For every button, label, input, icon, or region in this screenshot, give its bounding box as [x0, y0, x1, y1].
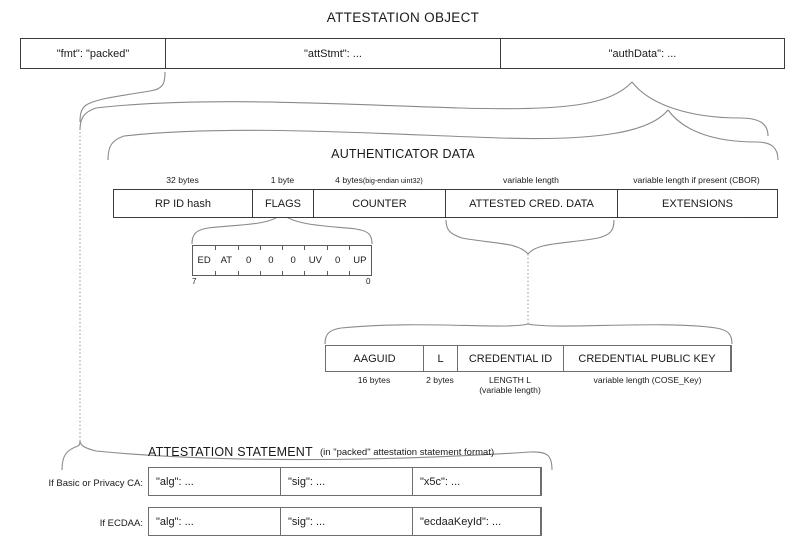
attestation-statement-title: ATTESTATION STATEMENT — [148, 445, 313, 459]
authdata-annotation-1-text: 1 byte — [270, 175, 295, 185]
authdata-annotation-2: 4 bytes(big-endian uint32) — [313, 175, 445, 185]
cred-annotation-credential-id-line1: LENGTH L — [488, 375, 532, 385]
flag-bit-ed[interactable]: ED — [197, 255, 211, 266]
authenticator-data-title: AUTHENTICATOR DATA — [331, 147, 475, 161]
page-title: ATTESTATION OBJECT — [326, 10, 480, 25]
attestation-statement-row-1-label: If ECDAA: — [99, 518, 143, 529]
cred-annotation-credential-id-line2: (variable length) — [479, 385, 541, 395]
authenticator-data-row: RP ID hash FLAGS COUNTER ATTESTED CRED. … — [113, 189, 778, 218]
attstmt-row0-cell-alg[interactable]: "alg": ... — [149, 468, 281, 495]
authdata-cell-counter[interactable]: COUNTER — [314, 190, 446, 217]
brace-flags-right — [281, 213, 373, 245]
brace-authdata-left — [79, 81, 633, 131]
authdata-annotation-2-small: (big-endian uint32) — [362, 176, 423, 185]
authdata-annotation-4: variable length if present (CBOR) — [609, 175, 784, 185]
authdata-cell-flags[interactable]: FLAGS — [253, 190, 314, 217]
flag-bit-4[interactable]: 0 — [259, 246, 282, 275]
attstmt-row0-cell-sig[interactable]: "sig": ... — [281, 468, 413, 495]
authdata-annotation-2-text: 4 bytes — [335, 175, 363, 185]
brace-credential-box — [324, 323, 529, 345]
attstmt-row1-cell-ecdaakeyid[interactable]: "ecdaaKeyId": ... — [413, 508, 541, 535]
cred-annotation-aaguid-line1: 16 bytes — [357, 375, 391, 385]
attstmt-row1-cell-alg[interactable]: "alg": ... — [149, 508, 281, 535]
brace-credential-box-right — [527, 323, 733, 345]
attestation-statement-row-0: "alg": ... "sig": ... "x5c": ... — [148, 467, 542, 496]
flag-bit-3[interactable]: 0 — [282, 246, 304, 275]
cred-cell-l[interactable]: L — [424, 346, 458, 371]
authdata-annotation-3: variable length — [445, 175, 617, 185]
cred-annotation-credential-id: LENGTH L (variable length) — [457, 375, 563, 395]
attestation-object-cell-attstmt[interactable]: "attStmt": ... — [166, 39, 501, 68]
cred-cell-aaguid[interactable]: AAGUID — [326, 346, 424, 371]
flag-bit-at[interactable]: AT — [215, 246, 237, 275]
attestation-object-cell-fmt[interactable]: "fmt": "packed" — [21, 39, 166, 68]
authdata-cell-rp-id-hash[interactable]: RP ID hash — [114, 190, 253, 217]
cred-cell-credential-id[interactable]: CREDENTIAL ID — [458, 346, 564, 371]
cred-cell-credential-public-key[interactable]: CREDENTIAL PUBLIC KEY — [564, 346, 731, 371]
brace-attested-cred-data-right — [527, 219, 615, 255]
cred-annotation-l: 2 bytes — [417, 375, 463, 385]
brace-flags — [191, 213, 283, 245]
flags-lsb-label: 0 — [366, 277, 371, 286]
authdata-annotation-3-text: variable length — [503, 175, 559, 185]
authdata-cell-attested-cred-data[interactable]: ATTESTED CRED. DATA — [446, 190, 618, 217]
authdata-annotation-4-text: variable length if present (CBOR) — [633, 175, 760, 185]
attestation-statement-format-note: (in "packed" attestation statement forma… — [320, 447, 495, 458]
cred-annotation-public-key: variable length (COSE_Key) — [563, 375, 732, 385]
flag-bit-5[interactable]: 0 — [237, 246, 260, 275]
cred-annotation-l-line1: 2 bytes — [426, 375, 454, 385]
authdata-cell-extensions[interactable]: EXTENSIONS — [662, 197, 733, 210]
flag-bit-up[interactable]: UP — [348, 246, 371, 275]
brace-attested-cred-data — [445, 219, 529, 255]
attestation-object-cell-authdata[interactable]: "authData": ... — [608, 47, 677, 60]
attestation-statement-row-1: "alg": ... "sig": ... "ecdaaKeyId": ... — [148, 507, 542, 536]
attestation-statement-row-0-label: If Basic or Privacy CA: — [48, 478, 144, 489]
attstmt-row1-cell-sig[interactable]: "sig": ... — [281, 508, 413, 535]
cred-annotation-public-key-line1: variable length (COSE_Key) — [593, 375, 702, 385]
authdata-annotation-0-text: 32 bytes — [166, 175, 199, 185]
cred-annotation-aaguid: 16 bytes — [325, 375, 423, 385]
attested-credential-data-row: AAGUID L CREDENTIAL ID CREDENTIAL PUBLIC… — [325, 345, 732, 372]
flag-bit-uv[interactable]: UV — [304, 246, 326, 275]
brace-authdata-right — [631, 81, 769, 137]
brace-attestation-statement — [61, 440, 81, 471]
flags-msb-label: 7 — [192, 277, 197, 286]
authdata-annotation-0: 32 bytes — [113, 175, 252, 185]
attstmt-row0-cell-x5c[interactable]: "x5c": ... — [413, 468, 541, 495]
flags-bit-box: ED AT 0 0 0 UV 0 UP — [192, 245, 372, 276]
authdata-annotation-1: 1 byte — [252, 175, 313, 185]
brace-attstmt — [79, 71, 166, 123]
attestation-object-row: "fmt": "packed" "attStmt": ... "authData… — [20, 38, 785, 69]
flag-bit-1[interactable]: 0 — [326, 246, 349, 275]
